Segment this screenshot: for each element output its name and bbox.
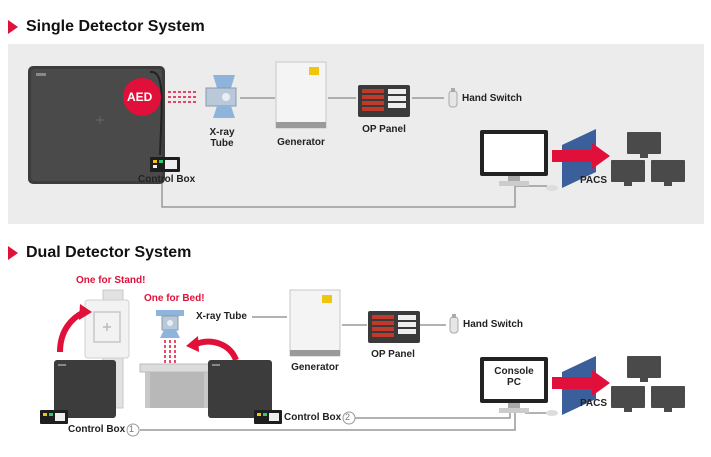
single-title-text: Single Detector System — [26, 18, 205, 35]
console-pc-label: Console PC — [494, 366, 534, 388]
single-pacs-label: PACS — [580, 175, 608, 186]
single-generator-label: Generator — [277, 137, 325, 148]
single-hand-switch-icon — [448, 88, 458, 108]
single-control-box-label: Control Box — [138, 174, 196, 185]
circle-1-icon — [126, 423, 140, 437]
dual-control-box-2-icon — [254, 410, 282, 424]
one-for-stand-label: One for Stand! — [76, 275, 146, 286]
single-generator-icon — [275, 61, 327, 129]
single-pacs-monitors-icon — [611, 132, 685, 186]
dual-beam-icon — [164, 340, 176, 364]
dual-control-box-1-icon — [40, 410, 68, 424]
single-xray-tube-label: X-ray Tube — [209, 127, 235, 149]
single-op-panel-label: OP Panel — [362, 124, 406, 135]
dual-generator-label: Generator — [291, 362, 339, 373]
dual-control-box-2-label: Control Box — [284, 412, 342, 423]
dual-pacs-label: PACS — [580, 398, 608, 409]
dual-pacs-monitors-icon — [611, 356, 685, 412]
dual-pacs-transfer-icon — [552, 356, 610, 415]
dual-xray-tube-icon — [156, 310, 184, 338]
single-pc-icon — [480, 130, 558, 191]
single-pacs-transfer-icon — [552, 129, 610, 188]
dual-hand-switch-label: Hand Switch — [463, 319, 524, 330]
aed-badge-icon — [123, 78, 161, 116]
detector-cable — [149, 70, 163, 156]
dual-op-panel-label: OP Panel — [371, 349, 415, 360]
bed-icon — [139, 363, 215, 408]
single-op-panel-icon — [358, 85, 410, 117]
dual-title-text: Dual Detector System — [26, 244, 192, 261]
one-for-bed-label: One for Bed! — [144, 293, 205, 304]
single-xray-tube-icon — [205, 75, 237, 118]
dual-generator-icon — [289, 289, 341, 357]
bed-arrow-head-icon — [186, 336, 199, 352]
bed-curve-arrow-icon — [194, 338, 239, 362]
section-arrow-icon — [8, 20, 18, 34]
dual-detector-left-icon — [54, 360, 116, 418]
line-controlbox2-pc — [352, 413, 511, 419]
dual-op-panel-icon — [368, 311, 420, 343]
circle-2-number: 2 — [345, 412, 351, 422]
stand-arrow-head-icon — [79, 304, 92, 320]
dual-xray-tube-label: X-ray Tube — [196, 311, 247, 322]
single-control-box-icon — [150, 157, 180, 172]
dual-hand-switch-icon — [449, 314, 459, 334]
dual-section-title: Dual Detector System — [8, 244, 191, 262]
line-controlbox1-pc — [140, 413, 516, 431]
dual-pc-icon — [480, 357, 558, 416]
section-arrow-icon — [8, 246, 18, 260]
aed-label: AED — [127, 90, 153, 104]
dual-control-box-1-label: Control Box — [68, 424, 126, 435]
single-hand-switch-label: Hand Switch — [462, 93, 523, 104]
dual-detector-right-icon — [208, 360, 272, 418]
aed-beam-icon — [168, 91, 198, 103]
circle-1-number: 1 — [129, 424, 135, 434]
single-section-title: Single Detector System — [8, 18, 205, 36]
line-controlbox-pc — [161, 175, 516, 208]
circle-2-icon — [342, 411, 356, 425]
